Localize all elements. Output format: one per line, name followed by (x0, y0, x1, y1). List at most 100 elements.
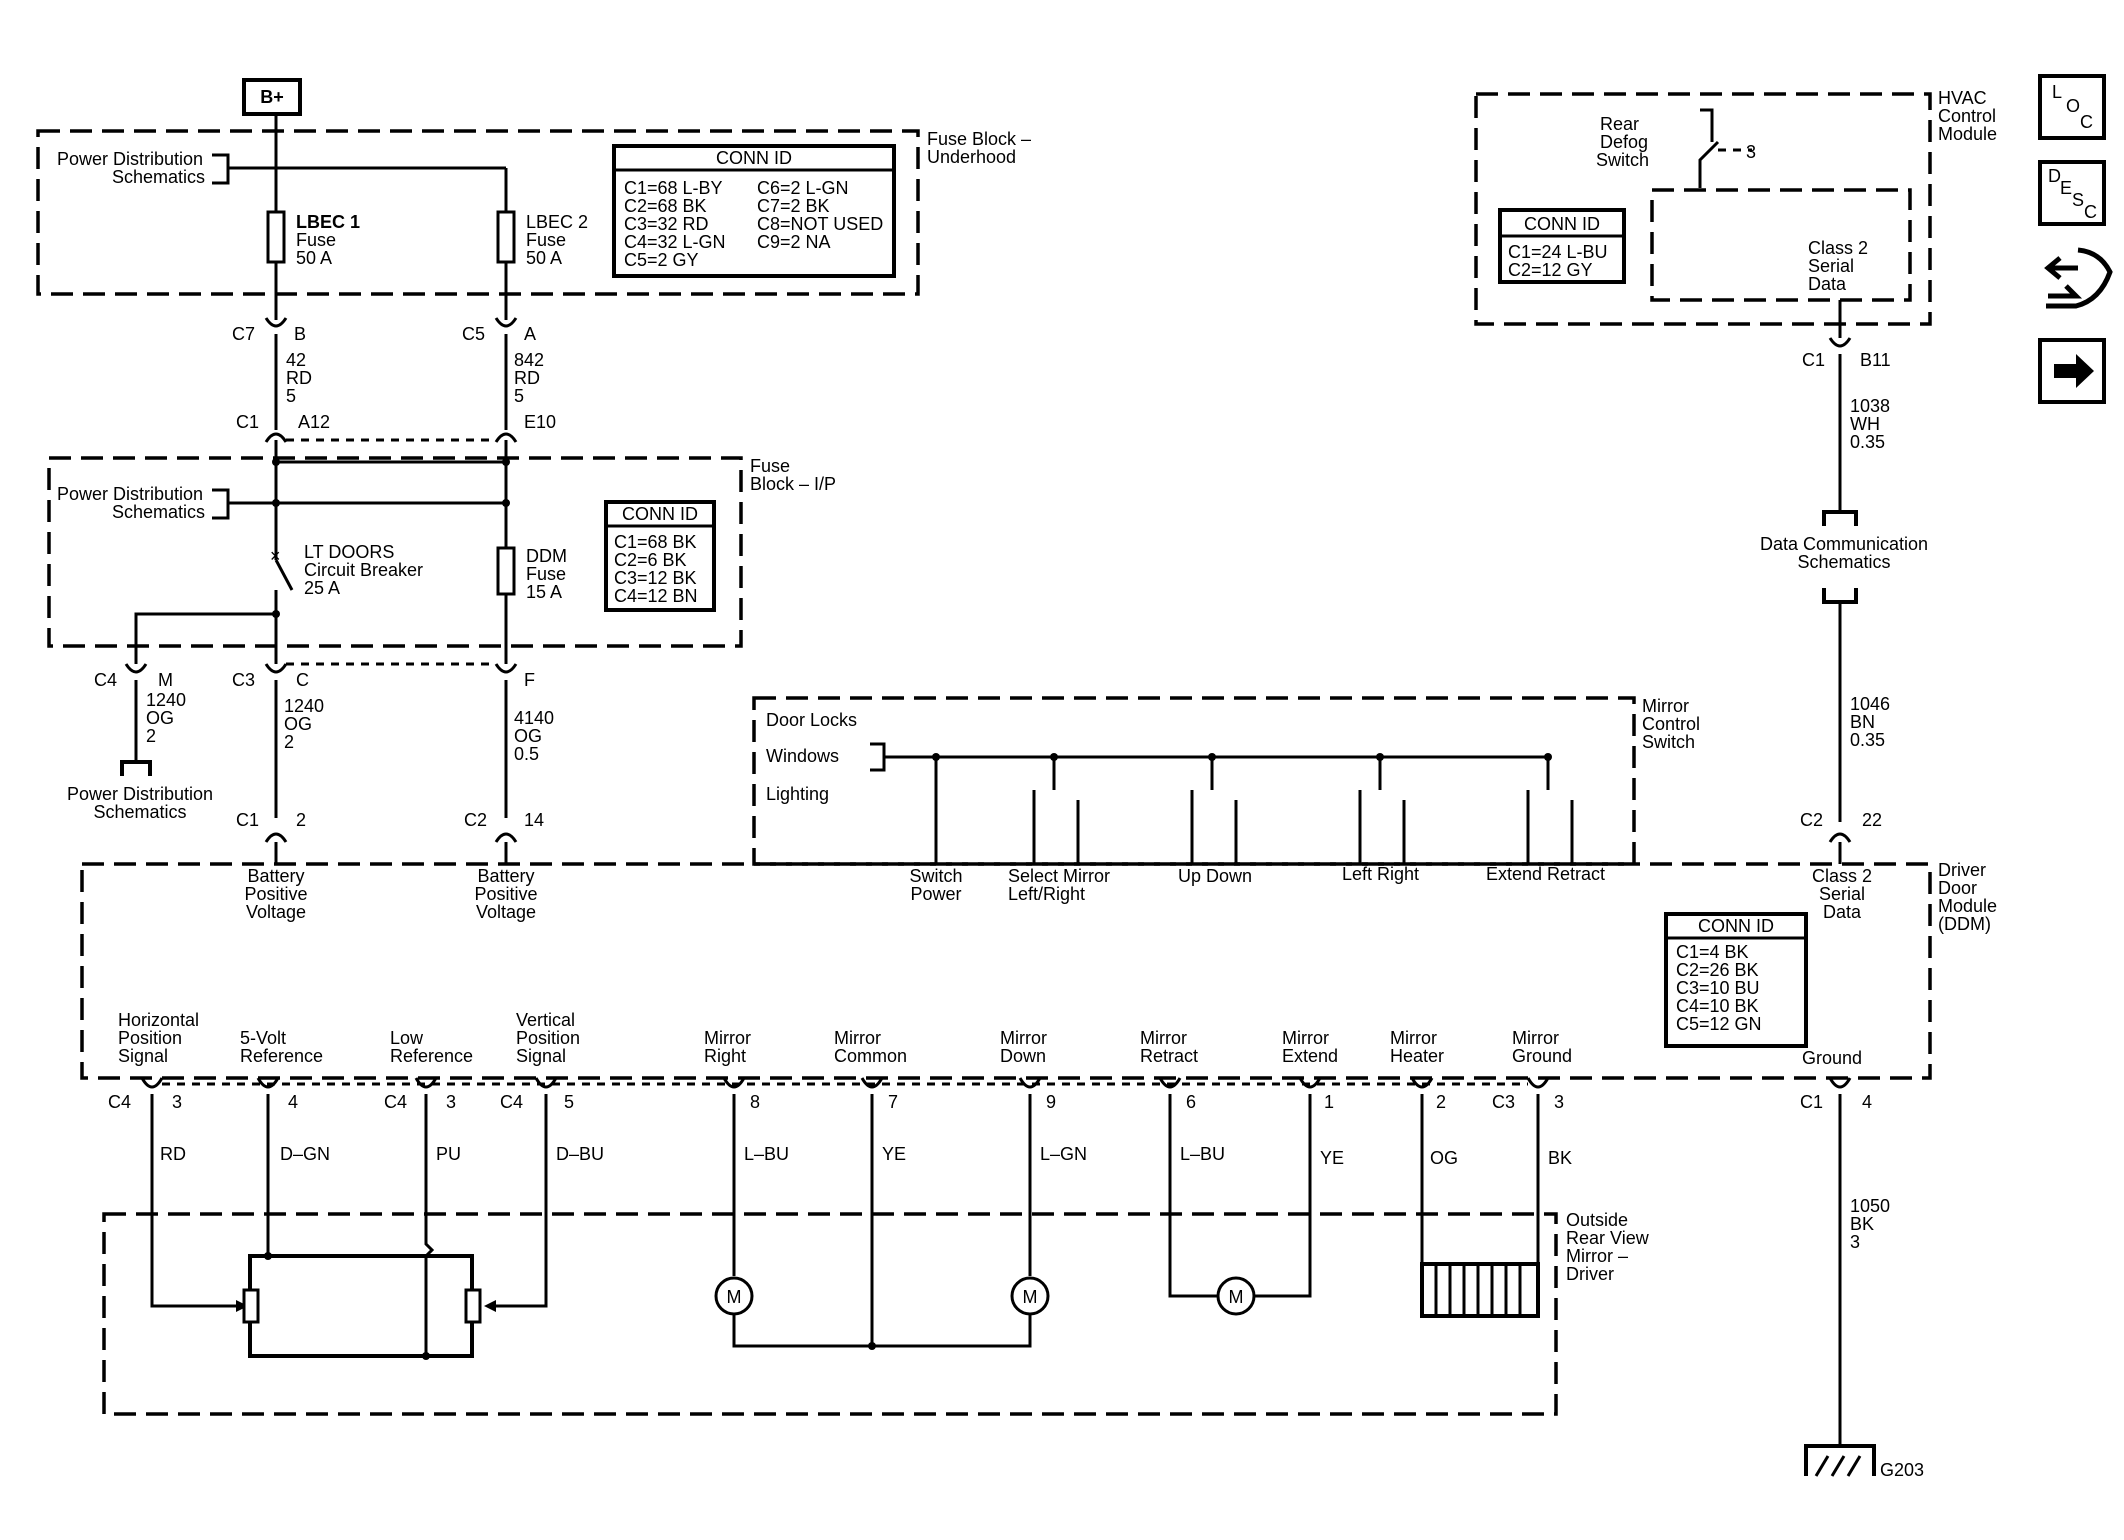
connector-tool-icon[interactable] (2044, 247, 2113, 309)
mirror-switch-title-1: Mirror (1642, 696, 1689, 716)
pin-c1-gnd: C1 (1800, 1092, 1823, 1112)
lt-doors-label: LT DOORS (304, 542, 394, 562)
sig-mheater-2: Heater (1390, 1046, 1444, 1066)
ground-symbol (1804, 1444, 1876, 1476)
lbec2-fuse (496, 210, 516, 264)
batt-pos-2-line2: Positive (474, 884, 537, 904)
conn-c2-22-pin: 22 (1862, 810, 1882, 830)
mirror-switch-title-2: Control (1642, 714, 1700, 734)
ddm-fuse-amps: 15 A (526, 582, 562, 602)
wire-color-ye-b: YE (1320, 1148, 1344, 1168)
sig-mcommon-2: Common (834, 1046, 907, 1066)
ddm-conn-c1: C1=4 BK (1676, 942, 1749, 962)
up-down-label: Up Down (1178, 866, 1252, 886)
rear-defog-2: Defog (1600, 132, 1648, 152)
sig-vert-2: Position (516, 1028, 580, 1048)
outside-mirror-4: Driver (1566, 1264, 1614, 1284)
motor-extend-label: M (1229, 1287, 1244, 1307)
door-locks-label: Door Locks (766, 710, 857, 730)
ddm-conn-c5: C5=12 GN (1676, 1014, 1762, 1034)
arrow-right-icon (2054, 354, 2094, 388)
sig-mretract-1: Mirror (1140, 1028, 1187, 1048)
sig-mretract-2: Retract (1140, 1046, 1198, 1066)
wire-42-size: 5 (286, 386, 296, 406)
pin-8: 8 (750, 1092, 760, 1112)
pin-3-c: 3 (1554, 1092, 1564, 1112)
sig-mextend-2: Extend (1282, 1046, 1338, 1066)
wire-42-num: 42 (286, 350, 306, 370)
battery-label: B+ (260, 87, 284, 107)
underhood-label-1: Fuse Block – (927, 129, 1031, 149)
power-dist-ip-2: Schematics (112, 502, 205, 522)
wire-color-rd: RD (160, 1144, 186, 1164)
sig-horiz-3: Signal (118, 1046, 168, 1066)
sig-lowref-1: Low (390, 1028, 424, 1048)
desc-s: S (2072, 190, 2084, 210)
ddm-ground-label: Ground (1802, 1048, 1862, 1068)
loc-button[interactable]: L O C (2038, 74, 2106, 140)
uh-conn-c5: C5=2 GY (624, 250, 699, 270)
lbec1-label: LBEC 1 (296, 212, 360, 232)
loc-c: C (2080, 112, 2093, 132)
pin-3-b: 3 (446, 1092, 456, 1112)
conn-c1-2: C1 (236, 810, 259, 830)
wire-1240b-size: 2 (284, 732, 294, 752)
ip-label-1: Fuse (750, 456, 790, 476)
position-sensor (248, 1254, 474, 1358)
battery-box (242, 78, 302, 116)
motor-down (1010, 1276, 1050, 1316)
wire-1038-size: 0.35 (1850, 432, 1885, 452)
ddm-fuse-label: DDM (526, 546, 567, 566)
sig-lowref-2: Reference (390, 1046, 473, 1066)
pin-c4-c: C4 (500, 1092, 523, 1112)
sig-mright-1: Mirror (704, 1028, 751, 1048)
desc-button[interactable]: D E S C (2038, 160, 2106, 226)
uh-conn-c2: C2=68 BK (624, 196, 707, 216)
conn-c2-22: C2 (1800, 810, 1823, 830)
ip-conn-c2: C2=6 BK (614, 550, 687, 570)
mirror-heater (1420, 1262, 1540, 1318)
uh-conn-c6: C6=2 L-GN (757, 178, 849, 198)
hvac-module (1474, 92, 1932, 326)
pin-c4-b: C4 (384, 1092, 407, 1112)
sig-5v-2: Reference (240, 1046, 323, 1066)
wire-1240b-num: 1240 (284, 696, 324, 716)
lbec1-amps: 50 A (296, 248, 332, 268)
ip-conn-c4: C4=12 BN (614, 586, 698, 606)
loc-l: L (2052, 82, 2062, 102)
ip-conn-title: CONN ID (622, 504, 698, 524)
windows-label: Windows (766, 746, 839, 766)
outside-mirror-2: Rear View (1566, 1228, 1650, 1248)
batt-pos-2-line1: Battery (477, 866, 534, 886)
next-arrow-button[interactable] (2038, 338, 2106, 404)
ddm-title-4: (DDM) (1938, 914, 1991, 934)
wire-1240a-size: 2 (146, 726, 156, 746)
motor-right-label: M (727, 1287, 742, 1307)
conn-c3-pin: C (296, 670, 309, 690)
ddm-conn-c3: C3=10 BU (1676, 978, 1760, 998)
sig-vert-3: Signal (516, 1046, 566, 1066)
pin-4: 4 (288, 1092, 298, 1112)
wire-1038-num: 1038 (1850, 396, 1890, 416)
uh-conn-c4: C4=32 L-GN (624, 232, 726, 252)
extend-retract-label: Extend Retract (1486, 864, 1605, 884)
power-dist-bottom-1: Power Distribution (67, 784, 213, 804)
wire-color-lbu-a: L–BU (744, 1144, 789, 1164)
wire-1240b-color: OG (284, 714, 312, 734)
power-dist-bottom-2: Schematics (93, 802, 186, 822)
wire-1050-size: 3 (1850, 1232, 1860, 1252)
sig-mdown-1: Mirror (1000, 1028, 1047, 1048)
batt-pos-1-line2: Positive (244, 884, 307, 904)
conn-c5: C5 (462, 324, 485, 344)
hvac-title-1: HVAC (1938, 88, 1987, 108)
pin-c3: C3 (1492, 1092, 1515, 1112)
vert-potentiometer (464, 1288, 482, 1324)
lbec1-fuse-label: Fuse (296, 230, 336, 250)
sig-horiz-1: Horizontal (118, 1010, 199, 1030)
ip-label-2: Block – I/P (750, 474, 836, 494)
desc-c: C (2084, 202, 2097, 222)
ddm-fuse (496, 546, 516, 596)
wire-color-pu: PU (436, 1144, 461, 1164)
hvac-title-3: Module (1938, 124, 1997, 144)
